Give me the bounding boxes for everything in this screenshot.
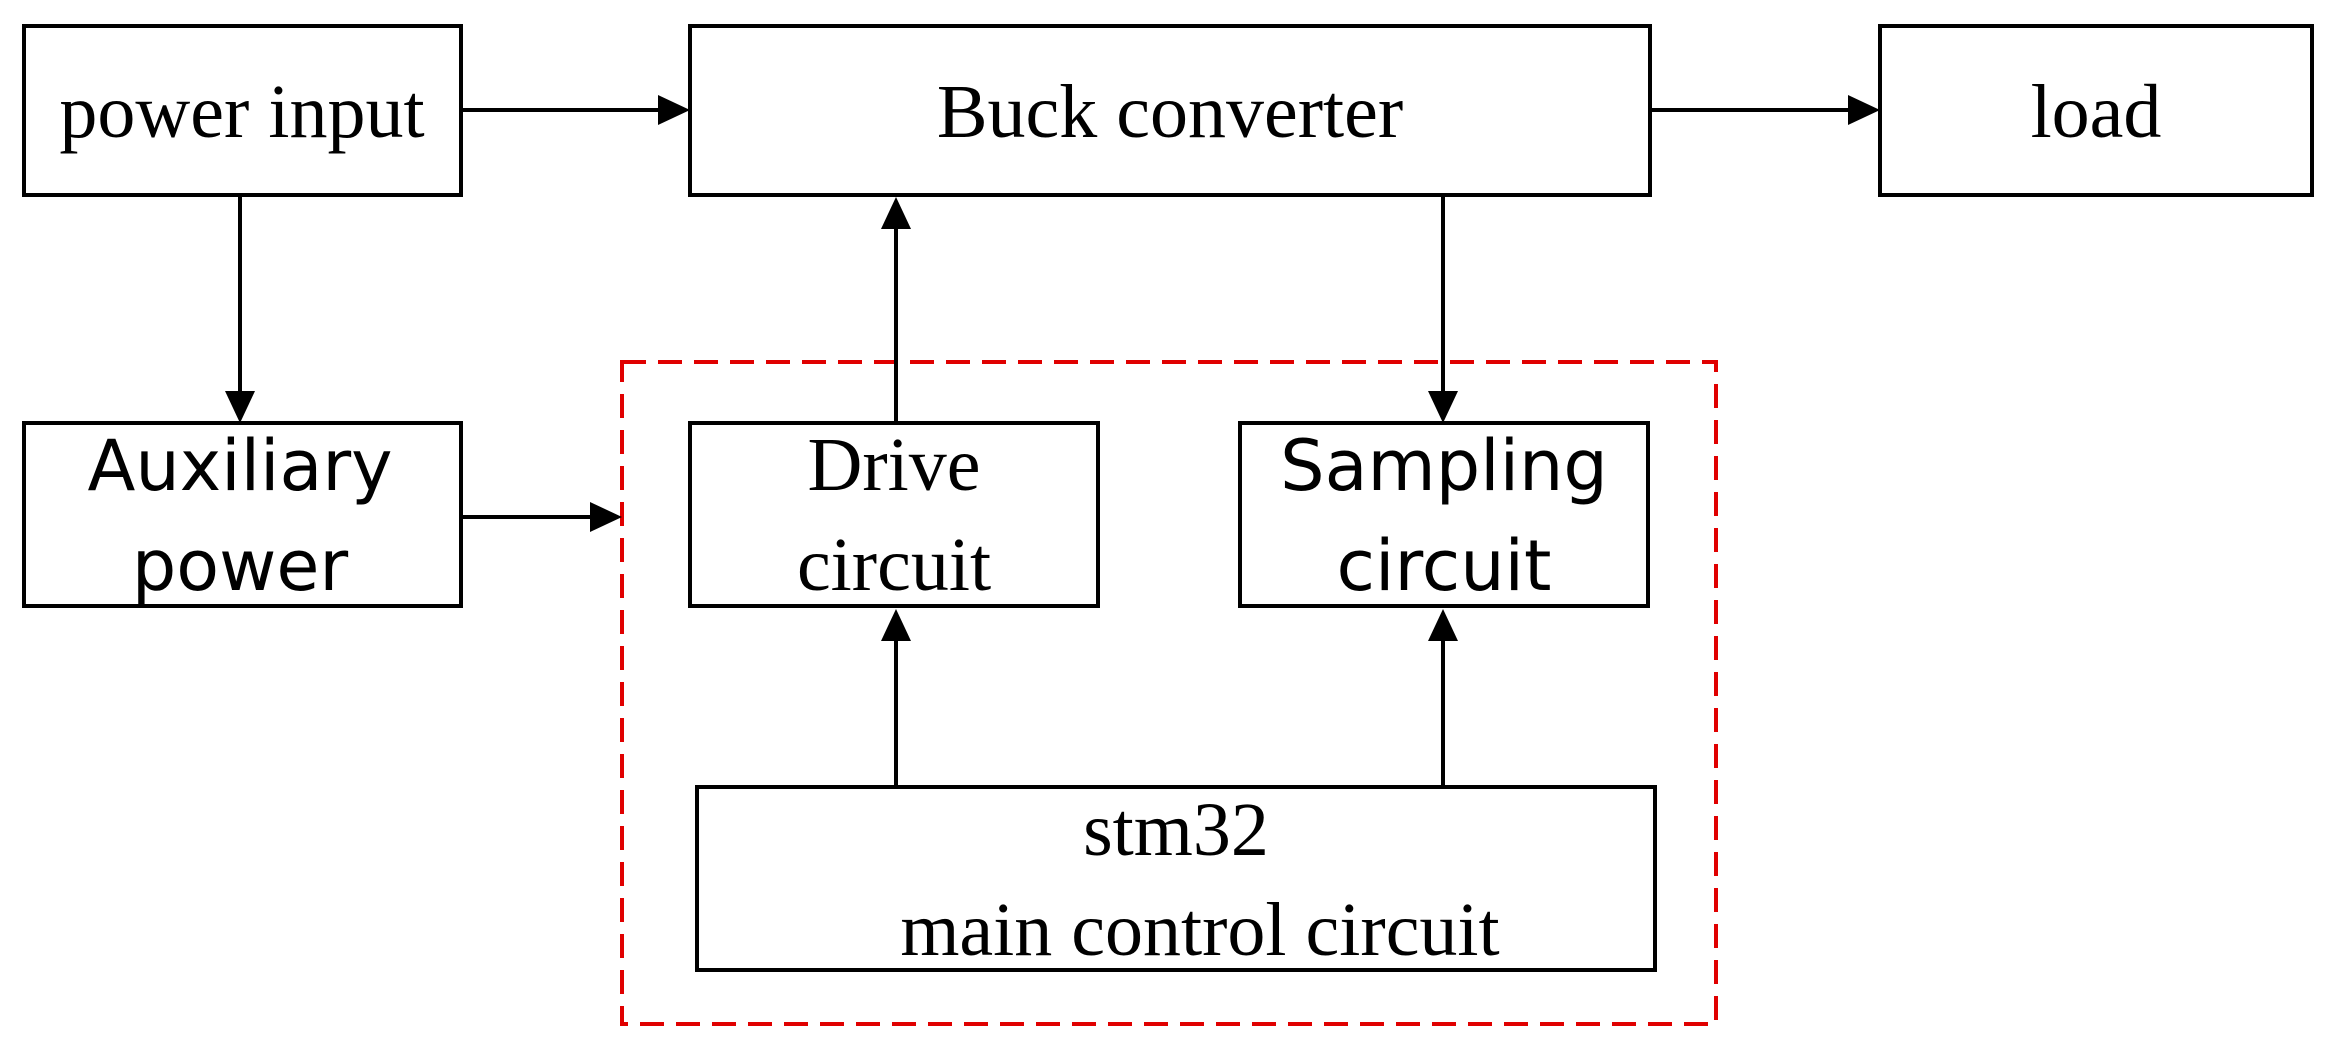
- sampling-circuit-node: Sampling circuit: [1238, 421, 1650, 608]
- edges: [225, 95, 1880, 787]
- drive-circuit-label-line1: Drive: [807, 423, 980, 507]
- buck-converter-node: Buck converter: [688, 24, 1652, 197]
- power-input-node: power input: [22, 24, 463, 197]
- buck-converter-label: Buck converter: [937, 70, 1403, 154]
- arrowhead-drive-bottom: [881, 609, 911, 641]
- arrowhead-sampling-top: [1428, 391, 1458, 423]
- main-control-label-line1: stm32: [1083, 788, 1269, 872]
- auxiliary-power-label-line2: power: [132, 525, 349, 607]
- power-input-label: power input: [59, 70, 424, 154]
- arrowhead-buck-left: [658, 95, 690, 125]
- sampling-circuit-label-line2: circuit: [1337, 525, 1552, 607]
- main-control-node: stm32 main control circuit: [695, 785, 1657, 972]
- drive-circuit-box: [688, 421, 1100, 608]
- power-input-box: [22, 24, 463, 197]
- sampling-circuit-label-line1: Sampling: [1280, 425, 1608, 507]
- drive-circuit-label-line2: circuit: [797, 523, 991, 607]
- arrowhead-group: [590, 502, 622, 532]
- auxiliary-power-label-line1: Auxiliary: [87, 425, 392, 507]
- arrowhead-auxiliary: [225, 391, 255, 423]
- control-group-boundary: [620, 360, 1718, 1026]
- drive-circuit-node: Drive circuit: [688, 421, 1100, 608]
- load-label: load: [2031, 70, 2162, 154]
- arrowhead-load: [1848, 95, 1880, 125]
- arrowhead-buck-bottom: [881, 197, 911, 229]
- arrowhead-sampling-bottom: [1428, 609, 1458, 641]
- main-control-box: [695, 785, 1657, 972]
- sampling-circuit-box: [1238, 421, 1650, 608]
- auxiliary-power-node: Auxiliary power: [22, 421, 463, 608]
- load-box: [1878, 24, 2314, 197]
- load-node: load: [1878, 24, 2314, 197]
- main-control-label-line2: main control circuit: [900, 888, 1499, 972]
- auxiliary-power-box: [22, 421, 463, 608]
- buck-converter-box: [688, 24, 1652, 197]
